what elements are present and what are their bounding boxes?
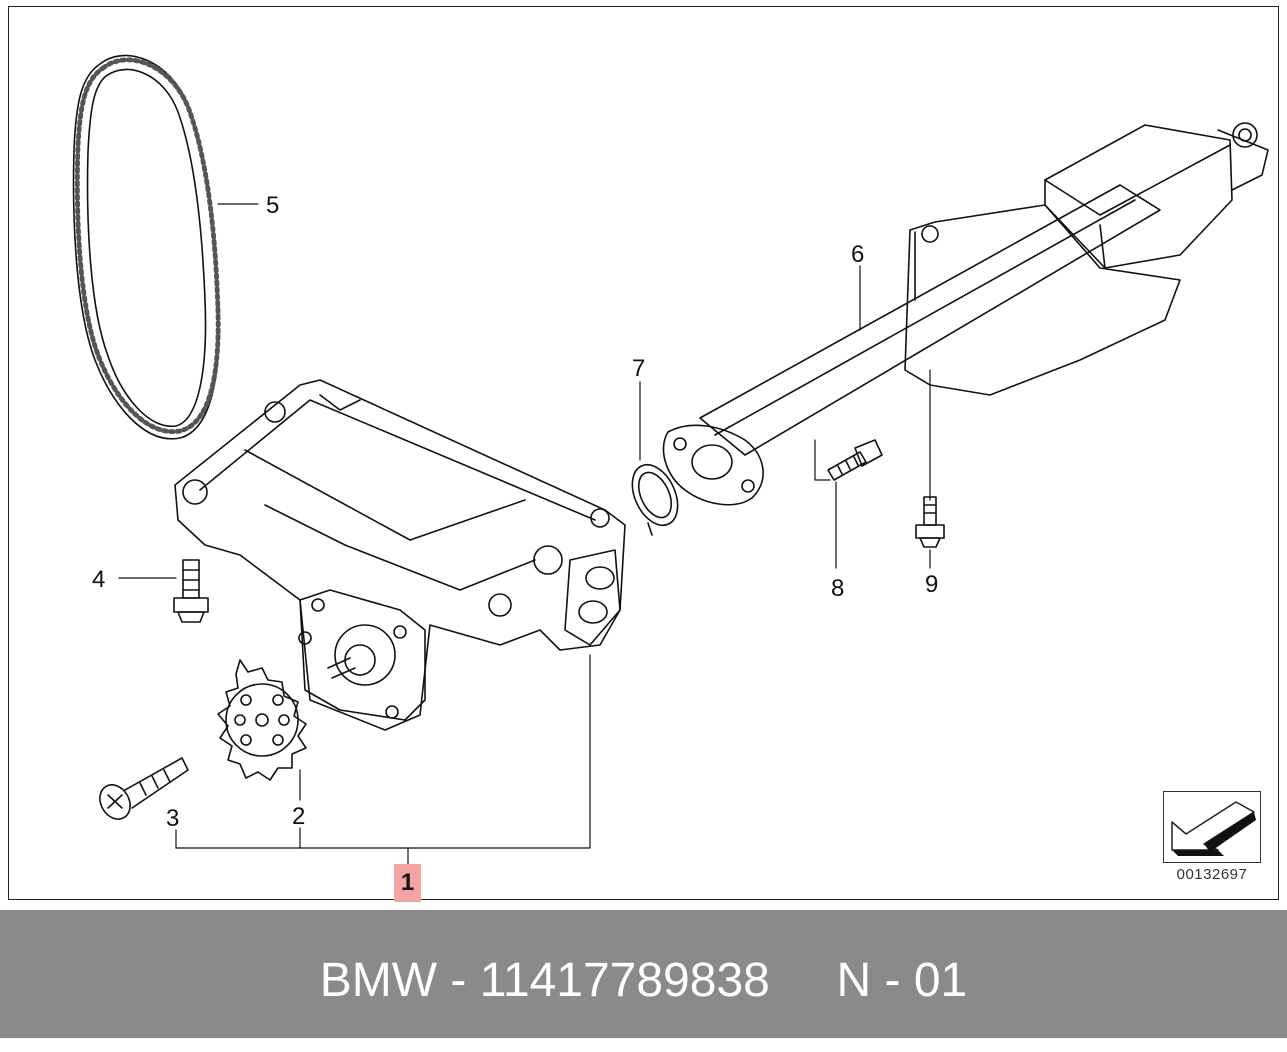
arrow-direction-icon <box>1171 801 1256 856</box>
callout-5: 5 <box>266 192 279 219</box>
callout-2: 2 <box>292 803 305 830</box>
hex-bolt-4 <box>173 559 209 623</box>
diagram-reference-number: 00132697 <box>1176 866 1248 883</box>
callout-1: 1 <box>400 869 415 896</box>
hex-bolt-8 <box>827 439 883 481</box>
o-ring-seal <box>631 463 679 536</box>
sprocket-bolt <box>99 757 189 820</box>
footer-bar: BMW - 11417789838 N - 01 <box>0 910 1287 1038</box>
oil-pump-housing <box>174 379 626 731</box>
callout-1-highlight <box>394 864 421 902</box>
oil-pickup-pipe <box>662 122 1269 506</box>
callout-8: 8 <box>831 575 844 602</box>
callout-3: 3 <box>166 805 179 832</box>
leader-lines <box>118 203 931 865</box>
footer-part-label: BMW - 11417789838 N - 01 <box>319 954 968 1007</box>
callout-6: 6 <box>851 241 864 268</box>
timing-chain <box>72 54 221 440</box>
callout-7: 7 <box>632 355 645 382</box>
callout-4: 4 <box>92 566 105 593</box>
hex-bolt-9 <box>915 496 945 548</box>
callout-9: 9 <box>925 571 938 598</box>
direction-reference-box <box>1163 791 1261 863</box>
pump-sprocket <box>217 659 307 781</box>
diagram-frame <box>8 6 1279 900</box>
exploded-parts-diagram: 5 4 6 7 8 9 3 2 <box>72 54 1269 865</box>
